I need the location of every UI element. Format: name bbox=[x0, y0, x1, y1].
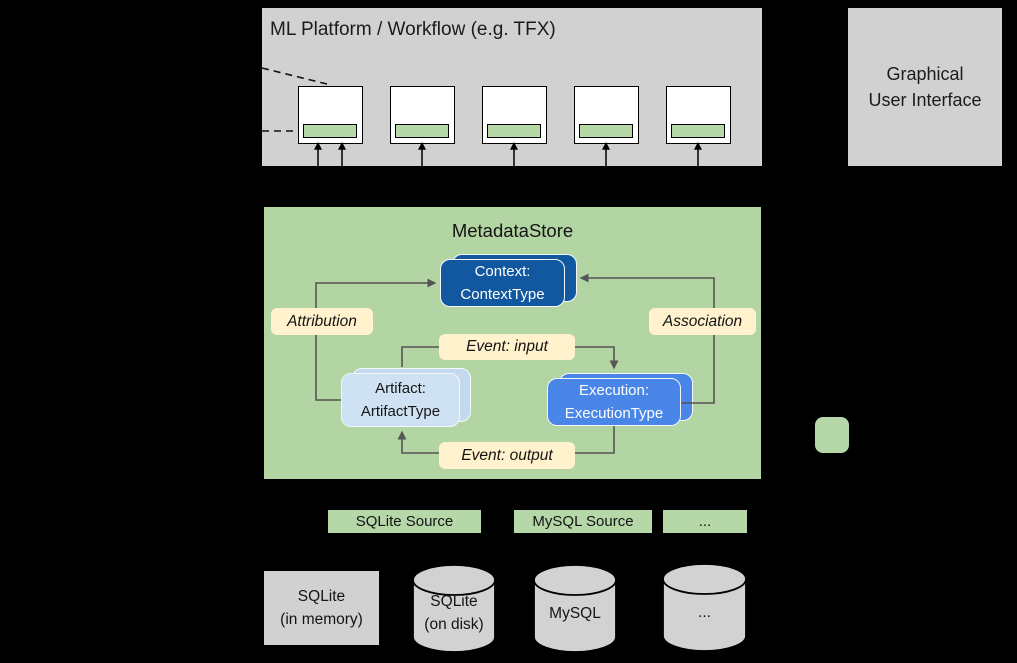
execution-node-line1: Execution: bbox=[578, 382, 650, 399]
context-node-line1: Context: bbox=[474, 263, 531, 280]
source-bar-more: ... bbox=[663, 510, 747, 533]
ml-platform-box: ML Platform / Workflow (e.g. TFX) bbox=[262, 8, 762, 166]
cylinder-shape bbox=[662, 563, 747, 652]
db-cylinder-sqlite-disk: SQLite (on disk) bbox=[412, 564, 496, 654]
gui-box: Graphical User Interface bbox=[848, 8, 1002, 166]
db-sqlite-in-memory-line2: (in memory) bbox=[280, 611, 363, 628]
edge-label-event-input-text: Event: input bbox=[466, 338, 548, 355]
execution-node: Execution: ExecutionType bbox=[547, 378, 681, 426]
edge-label-event-output: Event: output bbox=[439, 442, 575, 469]
component-metadata-bar bbox=[303, 124, 357, 138]
component-metadata-bar bbox=[487, 124, 541, 138]
pipeline-component-box bbox=[666, 86, 731, 144]
source-bar-sqlite: SQLite Source bbox=[328, 510, 481, 533]
source-bar-sqlite-text: SQLite Source bbox=[355, 513, 454, 530]
db-cylinder-mysql: MySQL bbox=[533, 564, 617, 654]
gui-label-line1: Graphical bbox=[886, 64, 964, 84]
legend-metadata-swatch bbox=[815, 417, 849, 453]
gui-label-line2: User Interface bbox=[868, 90, 982, 110]
pipeline-component-box bbox=[574, 86, 639, 144]
component-metadata-bar bbox=[579, 124, 633, 138]
metadata-store-title: MetadataStore bbox=[451, 220, 574, 241]
db-mysql-label: MySQL bbox=[549, 604, 601, 622]
ml-platform-title: ML Platform / Workflow (e.g. TFX) bbox=[270, 19, 556, 40]
cylinder-shape bbox=[412, 564, 496, 653]
artifact-node-line1: Artifact: bbox=[375, 380, 426, 397]
db-sqlite-disk-line1: SQLite bbox=[430, 593, 478, 610]
edge-label-event-output-text: Event: output bbox=[461, 446, 553, 464]
gui-label: Graphical User Interface bbox=[868, 61, 981, 113]
pipeline-component-box bbox=[298, 86, 363, 144]
db-more-label: ... bbox=[698, 603, 711, 621]
artifact-node: Artifact: ArtifactType bbox=[341, 373, 460, 427]
source-bar-more-text: ... bbox=[698, 513, 712, 530]
edge-label-attribution-text: Attribution bbox=[287, 312, 357, 330]
db-sqlite-in-memory: SQLite (in memory) bbox=[264, 571, 379, 645]
component-metadata-bar bbox=[671, 124, 725, 138]
pipeline-component-box bbox=[482, 86, 547, 144]
context-node-line2: ContextType bbox=[460, 286, 545, 303]
artifact-node-line2: ArtifactType bbox=[360, 403, 441, 420]
db-sqlite-in-memory-line1: SQLite bbox=[297, 588, 346, 605]
execution-node-line2: ExecutionType bbox=[564, 405, 664, 422]
pipeline-component-box bbox=[390, 86, 455, 144]
db-cylinder-more: ... bbox=[662, 563, 747, 653]
context-node: Context: ContextType bbox=[440, 259, 565, 307]
edge-label-event-input: Event: input bbox=[439, 334, 575, 360]
source-bar-mysql-text: MySQL Source bbox=[532, 513, 634, 530]
cylinder-shape bbox=[533, 564, 617, 653]
db-sqlite-disk-line2: (on disk) bbox=[424, 616, 484, 633]
metadata-store-box: MetadataStore Context: ContextType Artif… bbox=[264, 207, 761, 479]
source-bar-mysql: MySQL Source bbox=[514, 510, 652, 533]
component-metadata-bar bbox=[395, 124, 449, 138]
edge-label-association: Association bbox=[649, 308, 756, 335]
edge-label-association-text: Association bbox=[662, 312, 743, 330]
edge-label-attribution: Attribution bbox=[271, 308, 373, 335]
